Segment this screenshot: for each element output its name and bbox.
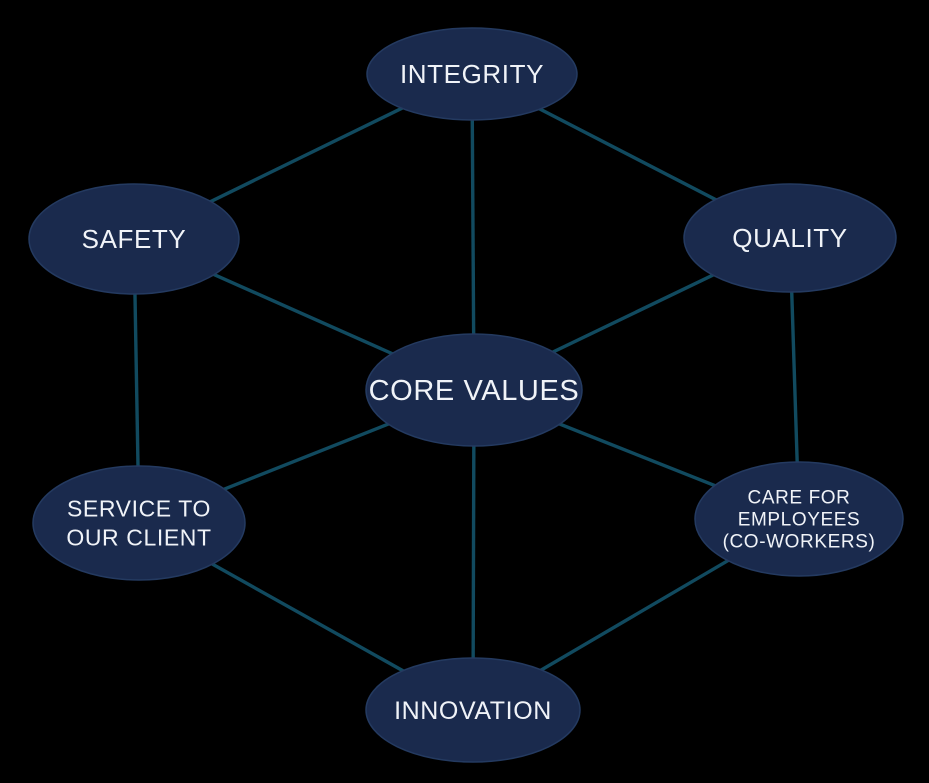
innovation-label-line-1: INNOVATION: [394, 697, 552, 725]
innovation-label: INNOVATION: [394, 697, 552, 725]
quality-label: QUALITY: [732, 223, 847, 253]
nodes-layer: INTEGRITY SAFETY QUALITY CORE VALUES SERVICE…: [28, 27, 904, 763]
safety-ellipse: [28, 183, 240, 295]
quality-label-line-1: QUALITY: [732, 223, 847, 253]
quality-ellipse: [683, 183, 897, 293]
node-innovation: INNOVATION: [365, 657, 581, 763]
care-for-employees-label-line-2: EMPLOYEES: [738, 510, 861, 531]
service-to-our-client-ellipse: [32, 465, 246, 581]
care-for-employees-ellipse: [694, 461, 904, 577]
core-values-label: CORE VALUES: [369, 375, 580, 407]
safety-label-line-1: SAFETY: [82, 224, 187, 254]
service-to-our-client-label: SERVICE TO OUR CLIENT: [66, 496, 211, 551]
care-for-employees-label-line-1: CARE FOR: [748, 488, 851, 509]
node-integrity: INTEGRITY: [366, 27, 578, 121]
integrity-label-line-1: INTEGRITY: [400, 59, 544, 89]
node-safety: SAFETY: [28, 183, 240, 295]
safety-label: SAFETY: [82, 224, 187, 254]
care-for-employees-label-line-3: (CO-WORKERS): [723, 532, 876, 553]
service-to-our-client-label-line-1: SERVICE TO: [67, 496, 211, 522]
integrity-label: INTEGRITY: [400, 59, 544, 89]
node-service-to-our-client: SERVICE TO OUR CLIENT: [32, 465, 246, 581]
service-to-our-client-label-line-2: OUR CLIENT: [66, 525, 211, 551]
integrity-ellipse: [366, 27, 578, 121]
node-core-values: CORE VALUES: [365, 333, 583, 447]
innovation-ellipse: [365, 657, 581, 763]
core-values-label-line-1: CORE VALUES: [369, 375, 580, 407]
core-values-ellipse: [365, 333, 583, 447]
node-quality: QUALITY: [683, 183, 897, 293]
